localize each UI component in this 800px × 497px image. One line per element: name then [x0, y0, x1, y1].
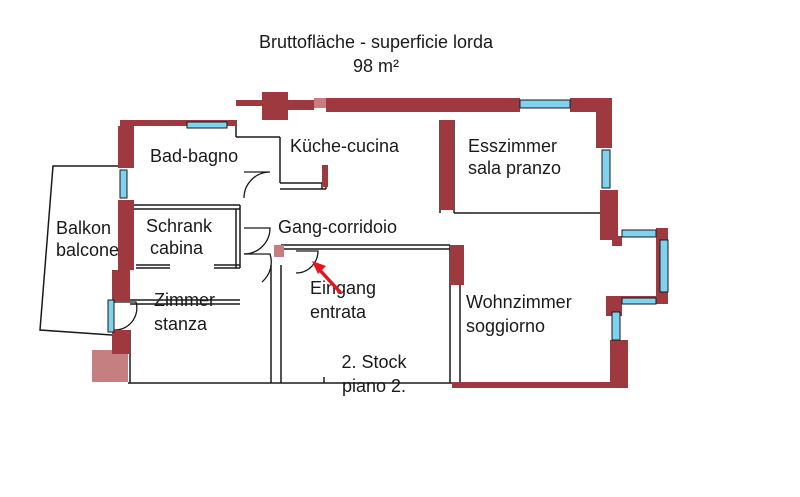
room-label-eingang-it: entrata	[310, 302, 367, 322]
room-label-zimmer-it: stanza	[154, 314, 208, 334]
room-label-schrank-de: Schrank	[146, 216, 213, 236]
room-label-wohnzimmer-it: soggiorno	[466, 316, 545, 336]
balcony-outline	[39, 165, 118, 336]
plan-area: 98 m²	[353, 56, 399, 76]
window-dining-top	[519, 99, 571, 109]
room-label-esszimmer-it: sala pranzo	[468, 158, 561, 178]
windows	[107, 99, 669, 341]
room-label-eingang-de: Eingang	[310, 278, 376, 298]
room-label-gang: Gang-corridoio	[278, 217, 397, 237]
floor-label-de: 2. Stock	[341, 352, 407, 372]
corridor-door	[244, 253, 272, 283]
room-label-bad: Bad-bagno	[150, 146, 238, 166]
window-bath	[186, 121, 228, 129]
room-label-schrank-it: cabina	[150, 238, 204, 258]
room-label-esszimmer-de: Esszimmer	[468, 136, 557, 156]
bath-door	[243, 171, 271, 199]
room-label-kueche: Küche-cucina	[290, 136, 400, 156]
room-label-balkon-it: balcone	[56, 240, 119, 260]
room-label-zimmer-de: Zimmer	[154, 290, 215, 310]
window-bay-bottom	[621, 297, 657, 305]
window-balcony-top	[119, 169, 128, 199]
window-living	[611, 311, 621, 341]
door-swings	[113, 171, 319, 331]
room-door	[113, 301, 138, 331]
closet-door	[243, 227, 271, 255]
room-label-balkon-de: Balkon	[56, 218, 111, 238]
walls	[92, 92, 668, 388]
window-dining-right	[601, 149, 611, 189]
entrance-door	[295, 250, 319, 274]
plan-title: Bruttofläche - superficie lorda	[259, 32, 494, 52]
window-zimmer	[107, 299, 115, 333]
floor-label-it: piano 2.	[342, 376, 406, 396]
room-label-wohnzimmer-de: Wohnzimmer	[466, 292, 572, 312]
window-bay-top	[621, 229, 657, 238]
red-arrow-icon	[312, 261, 342, 294]
window-bay-side	[659, 239, 669, 293]
